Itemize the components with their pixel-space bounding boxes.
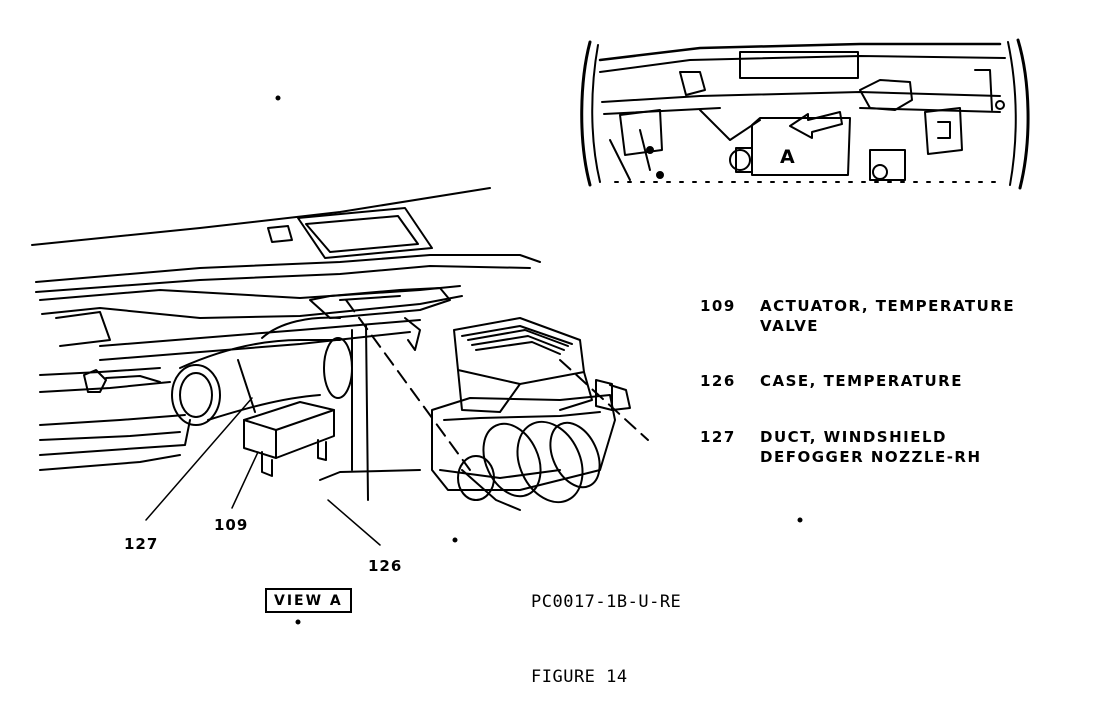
legend-number: 127	[700, 428, 736, 446]
legend-description-line2: VALVE	[760, 317, 820, 335]
locator-inset: A	[580, 38, 1030, 190]
main-illustration	[31, 95, 803, 625]
callout-109: 109	[214, 516, 249, 534]
view-a-marker: A	[780, 146, 795, 168]
legend-description: ACTUATOR, TEMPERATURE	[760, 297, 1016, 315]
drawing-code: PC0017-1B-U-RE	[531, 592, 682, 612]
figure-caption: FIGURE 14	[531, 667, 628, 687]
legend-description: DUCT, WINDSHIELD	[760, 428, 947, 446]
legend-number: 109	[700, 297, 736, 315]
legend-number: 126	[700, 372, 736, 390]
view-a-label: VIEW A	[265, 588, 352, 613]
callout-126: 126	[368, 557, 403, 575]
legend-description: CASE, TEMPERATURE	[760, 372, 963, 390]
callout-127: 127	[124, 535, 159, 553]
legend-description-line2: DEFOGGER NOZZLE-RH	[760, 448, 982, 466]
